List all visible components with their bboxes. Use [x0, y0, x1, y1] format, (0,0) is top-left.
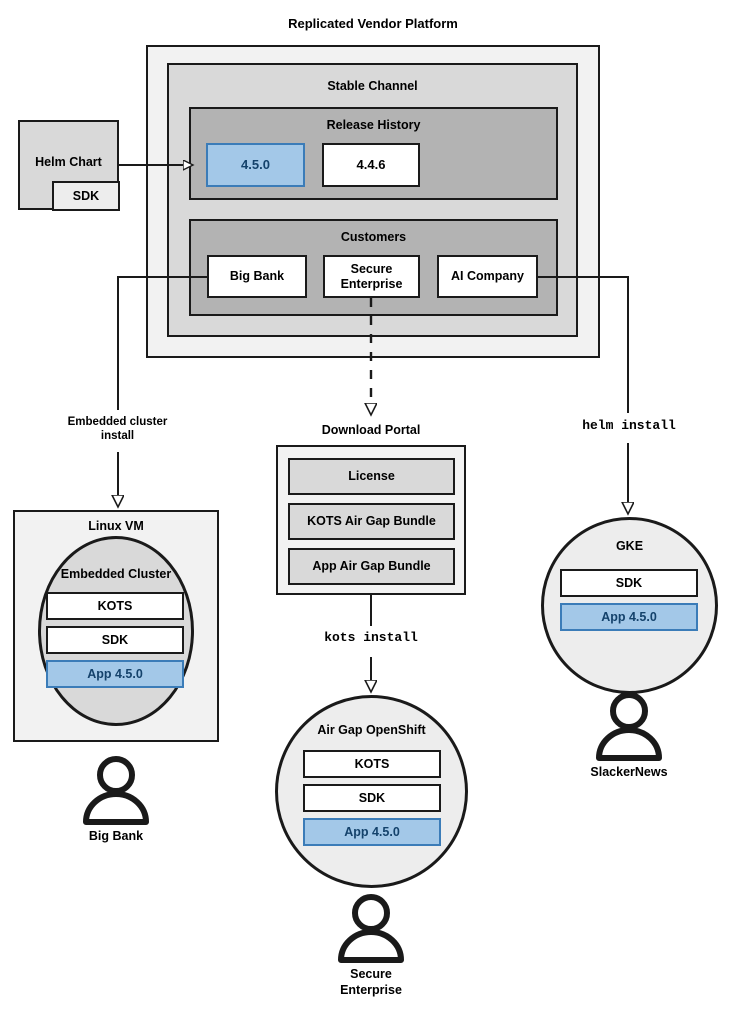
- person-icon-secure-enterprise: [338, 894, 404, 963]
- helm-chart-sdk-box[interactable]: SDK: [52, 181, 120, 211]
- edge-label-embedded-cluster-install: Embedded cluster install: [67, 416, 168, 443]
- gke-title: GKE: [615, 539, 644, 553]
- person-icon-slackernews: [596, 692, 662, 761]
- edge-label-helm-install: helm install: [582, 418, 676, 433]
- openshift-component-app[interactable]: App 4.5.0: [303, 818, 441, 846]
- persona-label-slackernews: SlackerNews: [590, 765, 668, 779]
- download-portal-artifact-app-air-gap-bundle[interactable]: App Air Gap Bundle: [288, 548, 455, 585]
- linux-vm-component-kots[interactable]: KOTS: [46, 592, 184, 620]
- download-portal-title: Download Portal: [321, 423, 421, 437]
- openshift-component-sdk[interactable]: SDK: [303, 784, 441, 812]
- embedded-cluster-title: Embedded Cluster: [60, 567, 172, 581]
- download-portal-artifact-license[interactable]: License: [288, 458, 455, 495]
- gke-component-app[interactable]: App 4.5.0: [560, 603, 698, 631]
- linux-vm-component-app[interactable]: App 4.5.0: [46, 660, 184, 688]
- linux-vm-component-sdk[interactable]: SDK: [46, 626, 184, 654]
- stable-channel-title: Stable Channel: [327, 79, 418, 93]
- linux-vm-title: Linux VM: [88, 519, 144, 533]
- gke-component-sdk[interactable]: SDK: [560, 569, 698, 597]
- release-4-5-0[interactable]: 4.5.0: [206, 143, 305, 187]
- air-gap-openshift-title: Air Gap OpenShift: [317, 723, 426, 737]
- person-icon-big-bank: [83, 756, 149, 825]
- persona-label-secure-enterprise: Secure Enterprise: [340, 967, 402, 997]
- openshift-component-kots[interactable]: KOTS: [303, 750, 441, 778]
- customers-title: Customers: [340, 230, 407, 244]
- edge-label-kots-install: kots install: [324, 630, 418, 645]
- customer-ai-company[interactable]: AI Company: [437, 255, 538, 298]
- persona-label-big-bank: Big Bank: [88, 829, 144, 843]
- download-portal-artifact-kots-air-gap-bundle[interactable]: KOTS Air Gap Bundle: [288, 503, 455, 540]
- customer-secure-enterprise[interactable]: Secure Enterprise: [323, 255, 420, 298]
- customer-big-bank[interactable]: Big Bank: [207, 255, 307, 298]
- diagram-title: Replicated Vendor Platform: [288, 16, 458, 31]
- release-history-title: Release History: [326, 118, 421, 132]
- release-4-4-6[interactable]: 4.4.6: [322, 143, 420, 187]
